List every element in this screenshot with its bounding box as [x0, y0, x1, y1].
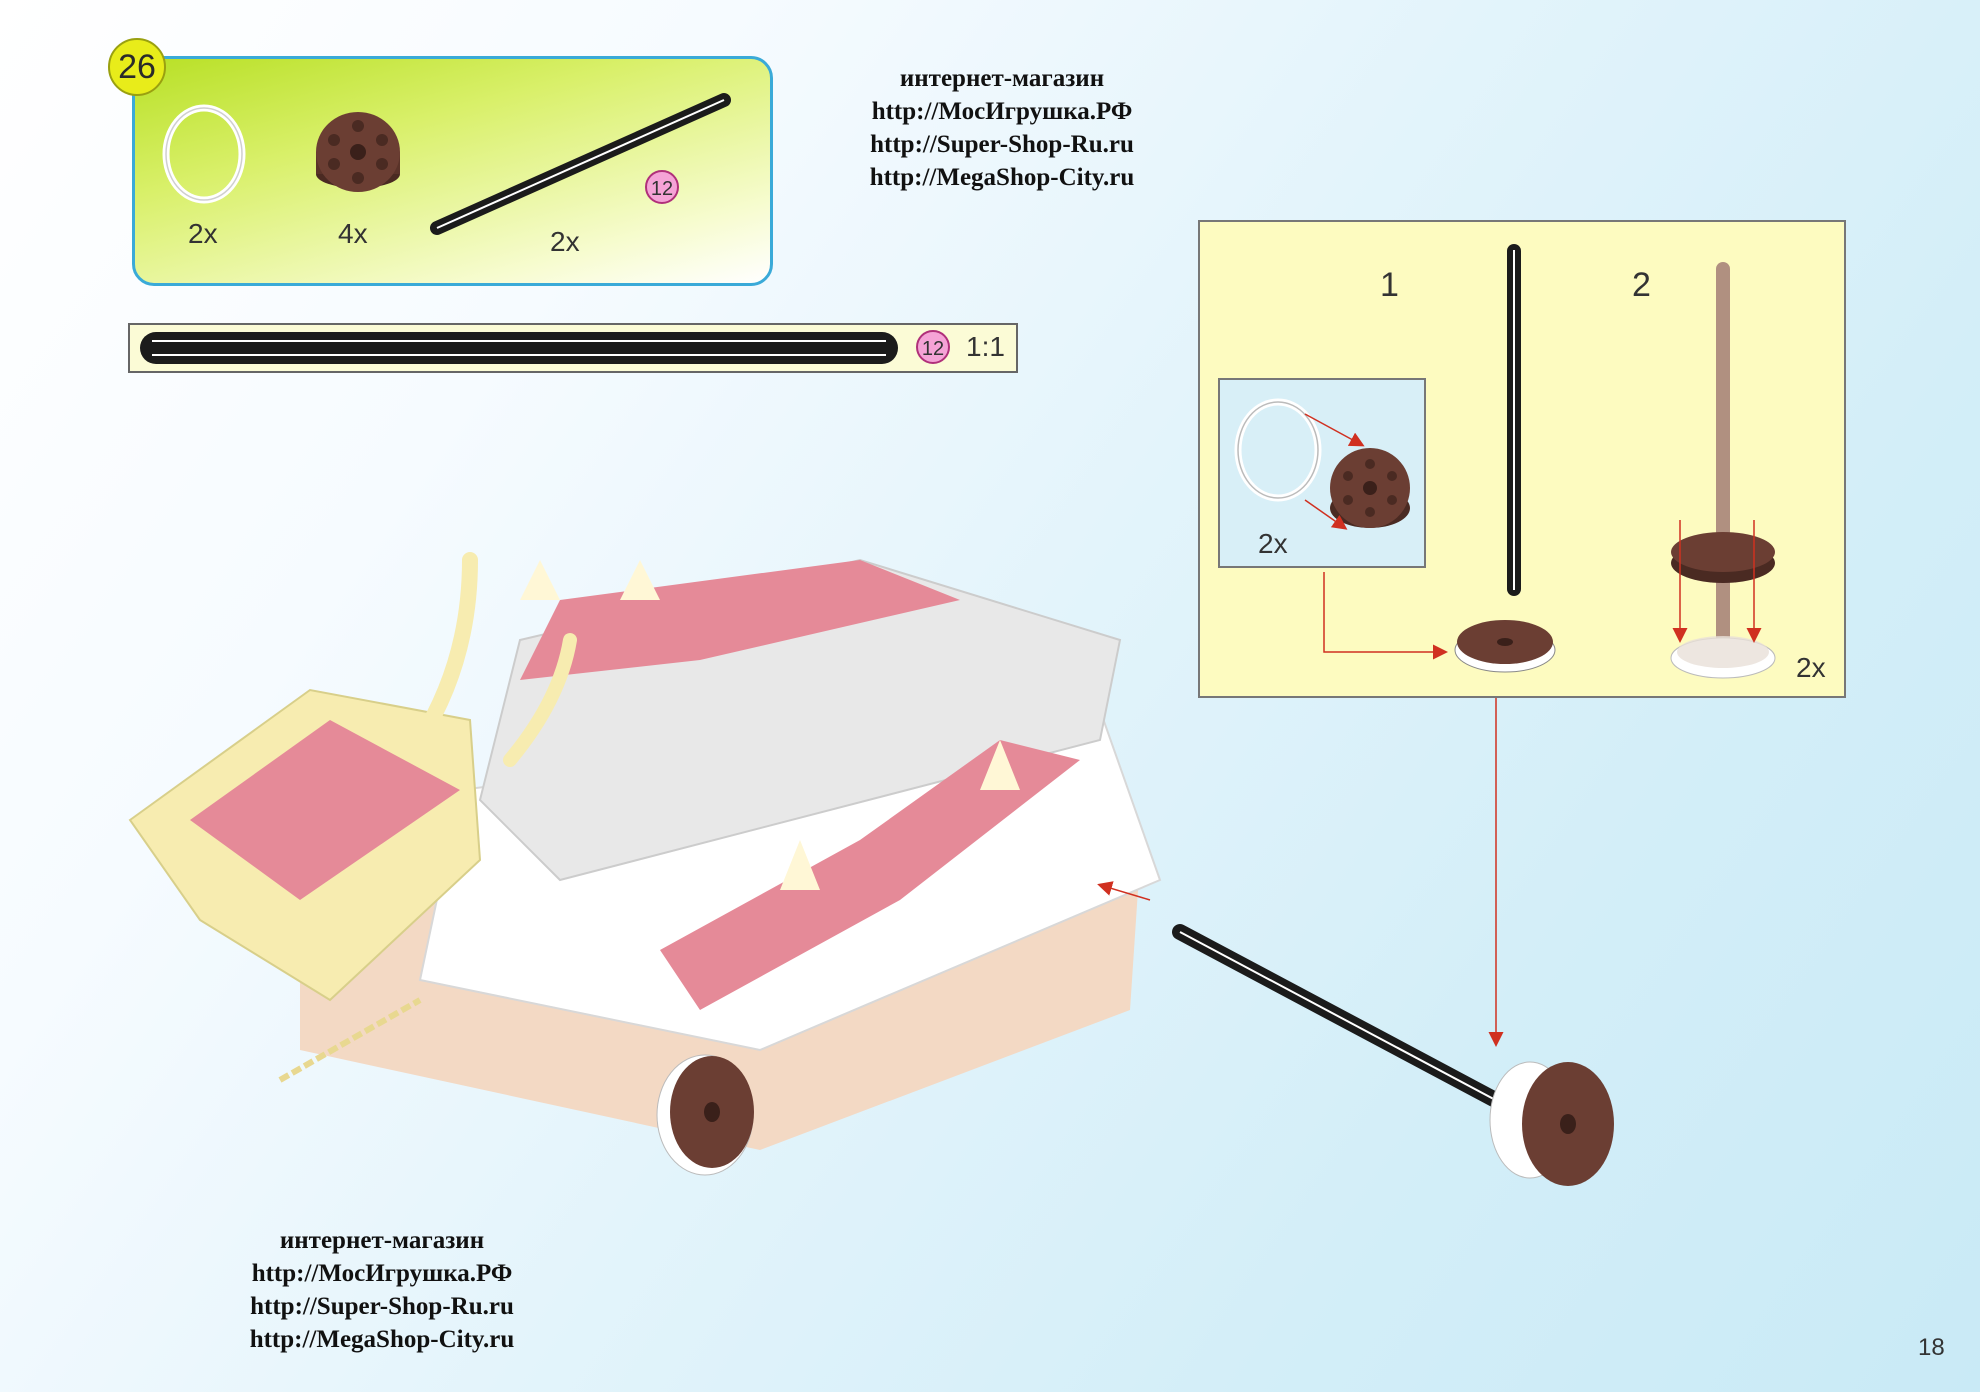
- axle-qty: 2x: [550, 226, 580, 257]
- substep-2-number: 2: [1632, 266, 1651, 304]
- axle-icon: [430, 93, 731, 235]
- ad-link-3[interactable]: http://MegaShop-City.ru: [869, 164, 1135, 191]
- ad-link-bottom-3[interactable]: http://MegaShop-City.ru: [249, 1326, 515, 1353]
- axle-scale-illustration: [140, 332, 898, 364]
- ad-link-2[interactable]: http://Super-Shop-Ru.ru: [870, 131, 1134, 158]
- scale-ratio: 1:1: [966, 331, 1005, 362]
- step-number: 26: [108, 38, 166, 96]
- substep-2-qty: 2x: [1796, 652, 1826, 683]
- parts-illustrations: [162, 93, 731, 235]
- step2-axle-icon: [1716, 262, 1730, 678]
- scale-length-badge: 12: [916, 330, 950, 364]
- ad-block-top: интернет-магазин http://МосИгрушка.РФ ht…: [800, 62, 1204, 194]
- step2-wheel-icon: [1670, 532, 1776, 679]
- ad-link-bottom-2[interactable]: http://Super-Shop-Ru.ru: [250, 1293, 514, 1320]
- inset-wheel-hub-icon: [1330, 448, 1410, 528]
- ad-link-1[interactable]: http://МосИгрушка.РФ: [871, 98, 1133, 125]
- rubber-band-qty: 2x: [188, 218, 218, 249]
- page-number: 18: [1918, 1334, 1945, 1361]
- model-wheel-icon: [656, 1054, 754, 1176]
- ad-link-bottom-1[interactable]: http://МосИгрушка.РФ: [251, 1260, 513, 1287]
- assembled-wheel-icon: [1489, 1061, 1614, 1186]
- inset-qty: 2x: [1258, 528, 1288, 559]
- wheel-hub-icon: [316, 112, 400, 192]
- wheel-hub-qty: 4x: [338, 218, 368, 249]
- ad-block-bottom: интернет-магазин http://МосИгрушка.РФ ht…: [212, 1224, 552, 1356]
- ad-shop-label: интернет-магазин: [899, 65, 1105, 92]
- dragon-chariot-model: [128, 552, 1162, 1150]
- assembled-axle-icon: [1172, 924, 1526, 1120]
- step1-wheel-icon: [1454, 620, 1556, 673]
- axle-length-badge: 12: [645, 170, 679, 204]
- substep-1-number: 1: [1380, 266, 1399, 304]
- ad-shop-label-bottom: интернет-магазин: [279, 1227, 485, 1254]
